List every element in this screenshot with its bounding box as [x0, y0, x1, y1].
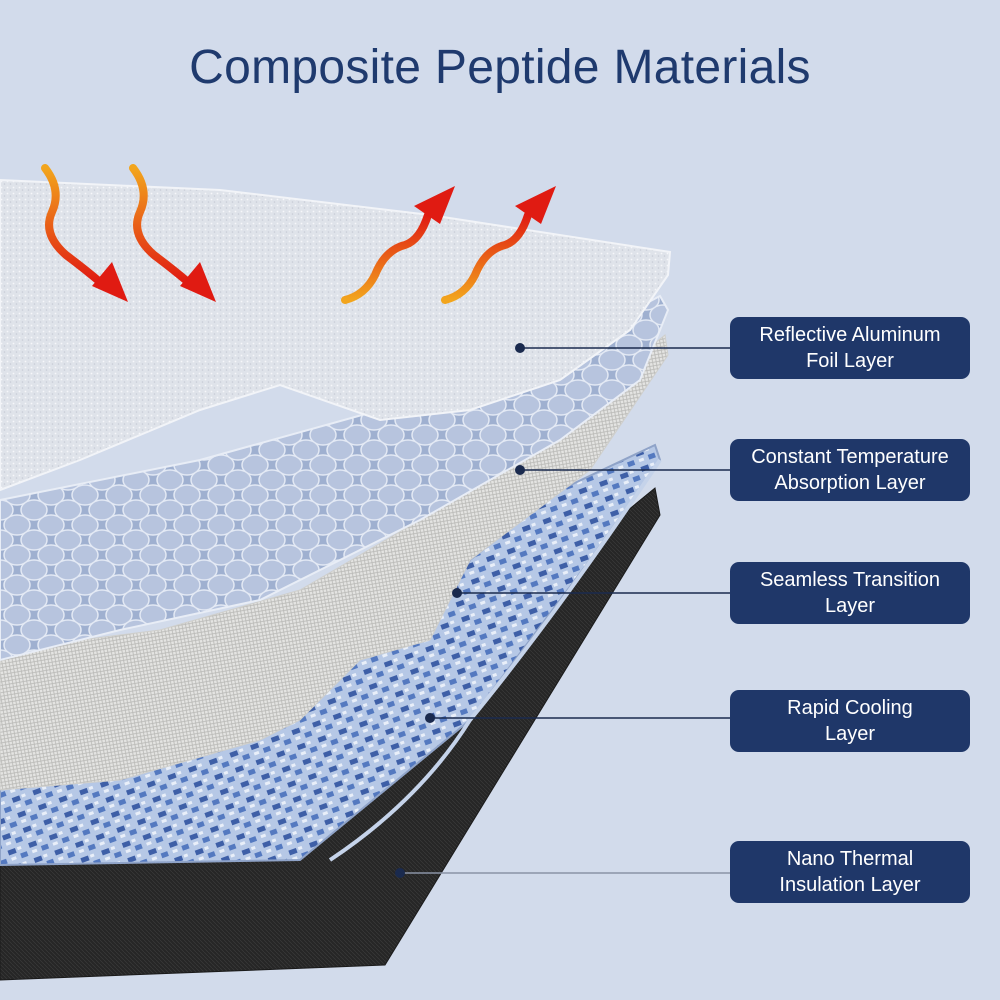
- leader-line-insulation: [395, 868, 730, 878]
- label-line: Seamless Transition: [760, 567, 940, 593]
- label-rapid-cooling-layer: Rapid Cooling Layer: [730, 690, 970, 752]
- label-line: Absorption Layer: [751, 470, 949, 496]
- label-line: Insulation Layer: [779, 872, 920, 898]
- label-nano-thermal-insulation-layer: Nano Thermal Insulation Layer: [730, 841, 970, 903]
- label-line: Layer: [760, 593, 940, 619]
- label-constant-temperature-absorption-layer: Constant Temperature Absorption Layer: [730, 439, 970, 501]
- label-seamless-transition-layer: Seamless Transition Layer: [730, 562, 970, 624]
- label-line: Rapid Cooling: [787, 695, 913, 721]
- label-line: Constant Temperature: [751, 444, 949, 470]
- label-line: Foil Layer: [759, 348, 940, 374]
- label-line: Reflective Aluminum: [759, 322, 940, 348]
- label-reflective-aluminum-foil-layer: Reflective Aluminum Foil Layer: [730, 317, 970, 379]
- label-line: Nano Thermal: [779, 846, 920, 872]
- label-line: Layer: [787, 721, 913, 747]
